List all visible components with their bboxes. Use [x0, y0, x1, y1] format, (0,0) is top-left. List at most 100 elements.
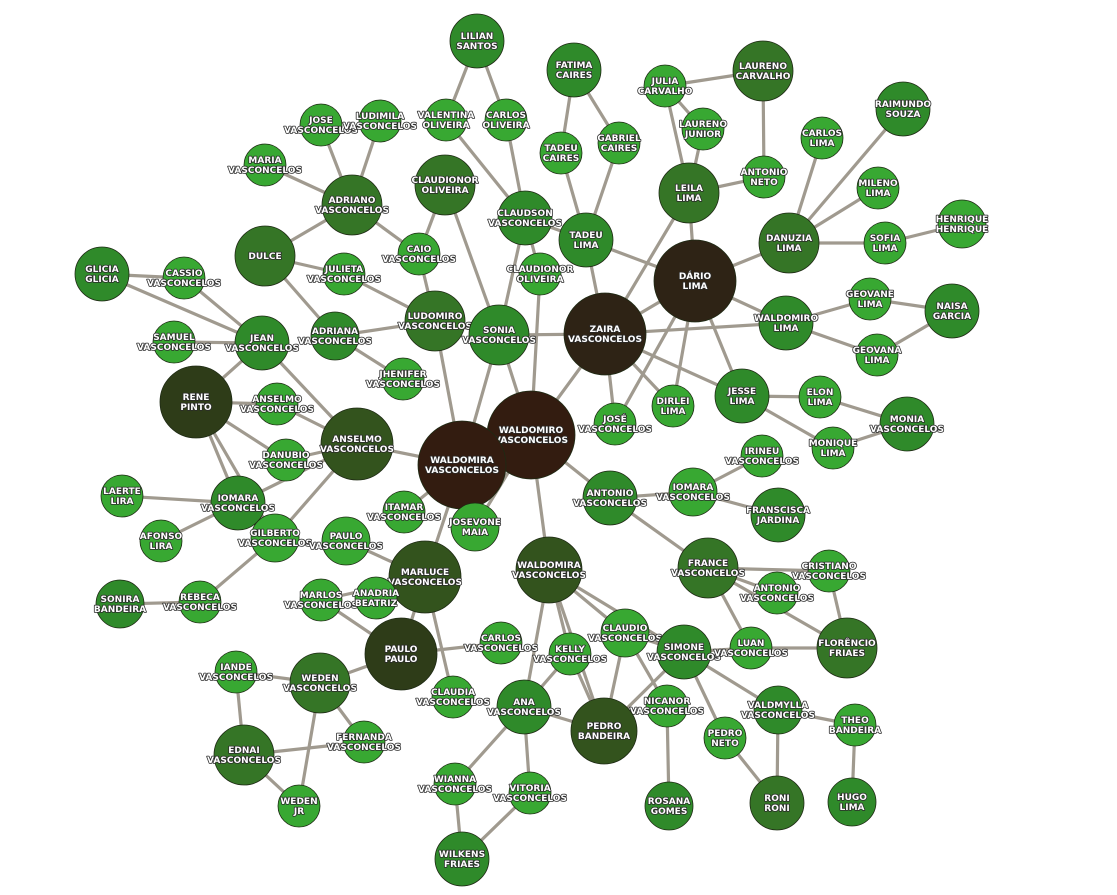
- node-dulce[interactable]: DULCE: [234, 225, 296, 287]
- node-circle: [758, 295, 814, 351]
